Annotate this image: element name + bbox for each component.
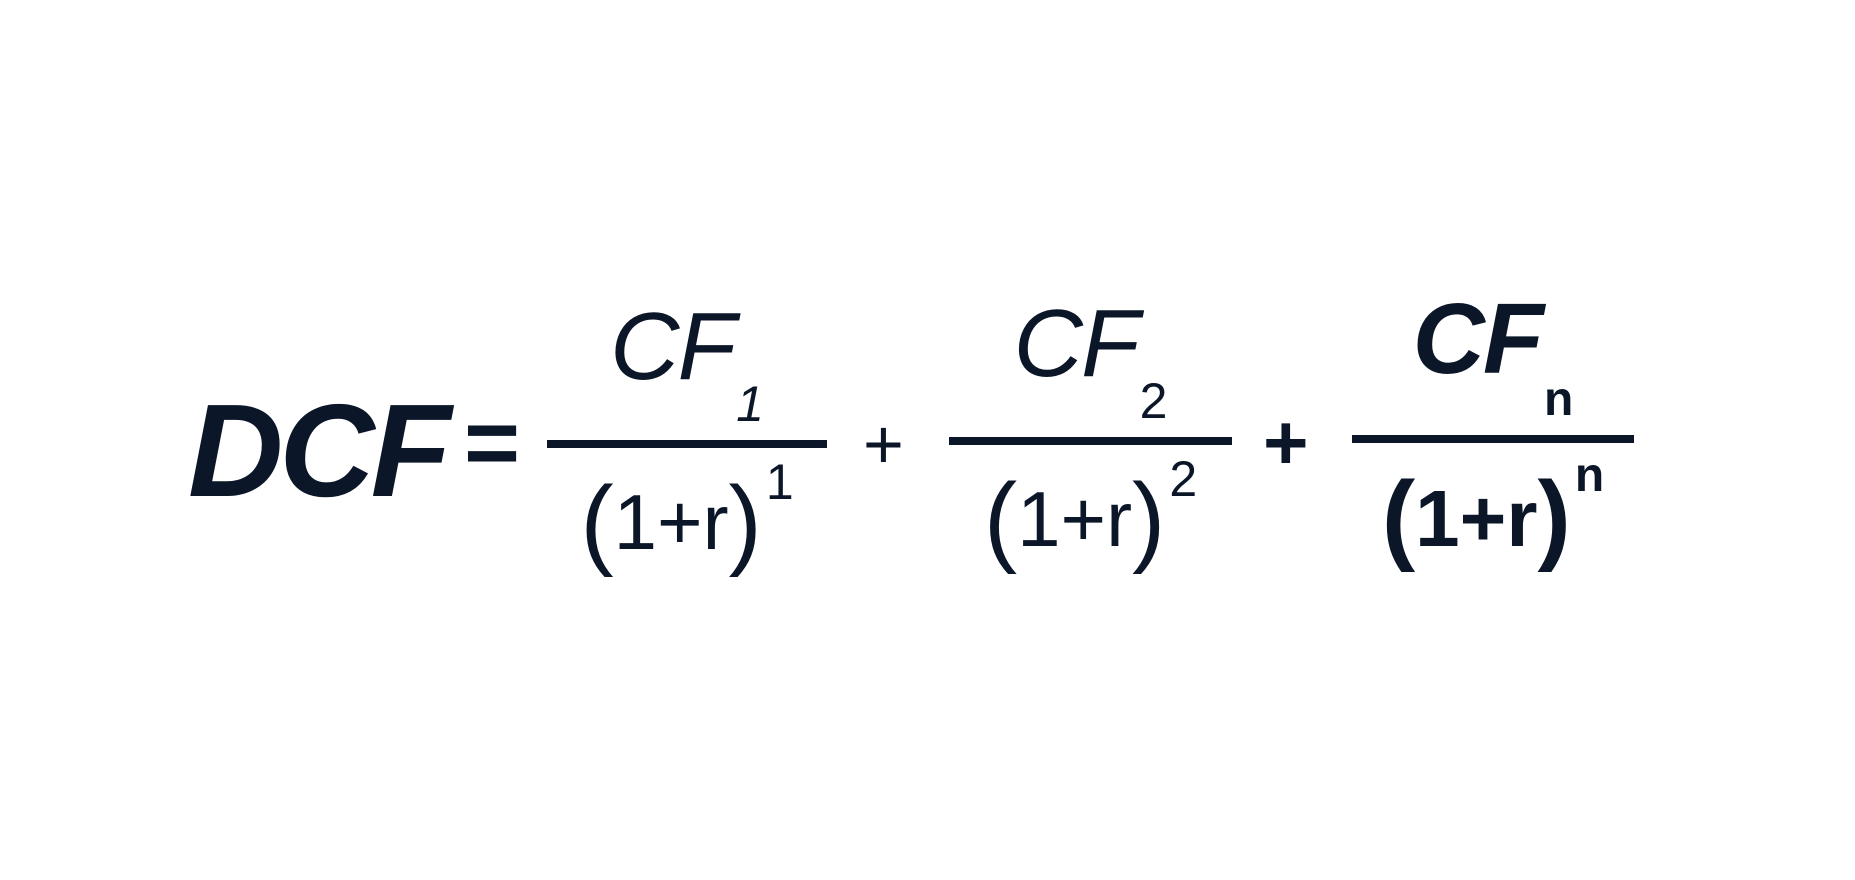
term1-exponent: 1 xyxy=(765,454,794,511)
term3-numerator-subscript: n xyxy=(1543,373,1574,427)
term3-numerator: CF xyxy=(1412,283,1544,395)
denominator-base: 1+r xyxy=(613,478,729,567)
denominator-base: 1+r xyxy=(1017,475,1133,564)
term3-fraction: CF n ( 1+r ) n xyxy=(1352,279,1634,577)
term2-numerator-subscript: 2 xyxy=(1139,373,1168,430)
term3-exponent: n xyxy=(1574,449,1605,502)
term1-denominator: ( 1+r ) 1 xyxy=(580,454,793,582)
plus-sign-2: + xyxy=(1263,398,1309,486)
equals-sign: = xyxy=(464,389,521,496)
close-paren: ) xyxy=(1537,461,1571,573)
plus-sign-1: + xyxy=(863,405,904,483)
term1-fraction-bar xyxy=(547,440,827,449)
term2-fraction-bar xyxy=(949,437,1232,446)
term2-numerator-row: CF 2 xyxy=(1013,286,1168,429)
close-paren: ) xyxy=(728,466,762,579)
term2-exponent: 2 xyxy=(1169,451,1198,508)
term1-numerator-row: CF 1 xyxy=(610,289,764,432)
open-paren: ( xyxy=(983,463,1018,576)
term3-denominator: ( 1+r ) n xyxy=(1381,449,1604,577)
open-paren: ( xyxy=(1381,461,1416,573)
term2-denominator: ( 1+r ) 2 xyxy=(983,451,1197,579)
term1-numerator: CF xyxy=(610,293,736,400)
term3-fraction-bar xyxy=(1352,435,1634,443)
term1-fraction: CF 1 ( 1+r ) 1 xyxy=(547,289,827,582)
open-paren: ( xyxy=(580,466,614,579)
term1-numerator-subscript: 1 xyxy=(736,376,764,433)
close-paren: ) xyxy=(1132,463,1166,576)
term2-numerator: CF xyxy=(1013,290,1140,397)
term2-fraction: CF 2 ( 1+r ) 2 xyxy=(949,286,1232,579)
term3-numerator-row: CF n xyxy=(1412,279,1574,426)
formula-lhs: DCF xyxy=(188,377,451,524)
denominator-base: 1+r xyxy=(1415,474,1538,563)
